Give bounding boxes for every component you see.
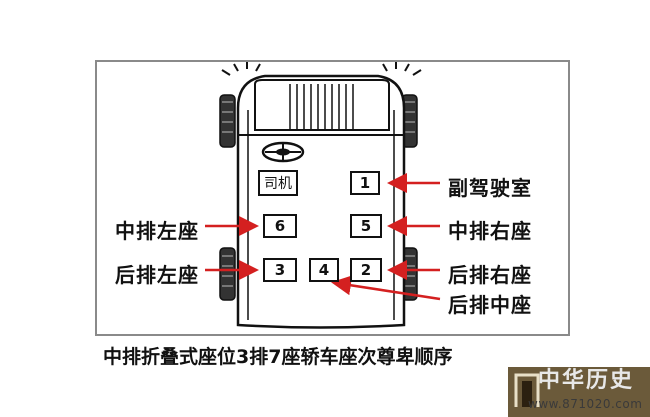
seat-1: 1 bbox=[350, 171, 380, 195]
seat-2: 2 bbox=[350, 258, 382, 282]
caption: 中排折叠式座位3排7座轿车座次尊卑顺序 bbox=[103, 346, 453, 368]
seat-5: 5 bbox=[350, 214, 382, 238]
arrows bbox=[205, 173, 441, 301]
tires bbox=[219, 94, 418, 301]
hood bbox=[254, 79, 390, 131]
seat-4: 4 bbox=[309, 258, 339, 282]
seat-6: 6 bbox=[263, 214, 297, 238]
seat-3: 3 bbox=[263, 258, 297, 282]
watermark-url: www.871020.com bbox=[528, 397, 643, 411]
steering-wheel-icon bbox=[261, 141, 305, 163]
diagram-frame bbox=[95, 60, 570, 336]
watermark-logo bbox=[508, 367, 650, 417]
headlight-rays bbox=[221, 62, 422, 76]
grille-lines bbox=[289, 84, 354, 130]
arrow-rear-middle bbox=[331, 275, 441, 301]
label-rear-left: 后排左座 bbox=[115, 263, 199, 287]
watermark-name: 中华历史 bbox=[538, 367, 635, 393]
tire-treads bbox=[222, 101, 415, 287]
label-rear-right: 后排右座 bbox=[448, 263, 532, 287]
driver-seat: 司机 bbox=[258, 170, 298, 196]
label-middle-right: 中排右座 bbox=[448, 219, 532, 243]
label-middle-left: 中排左座 bbox=[115, 219, 199, 243]
label-rear-middle: 后排中座 bbox=[448, 293, 532, 317]
label-copilot: 副驾驶室 bbox=[448, 176, 532, 200]
